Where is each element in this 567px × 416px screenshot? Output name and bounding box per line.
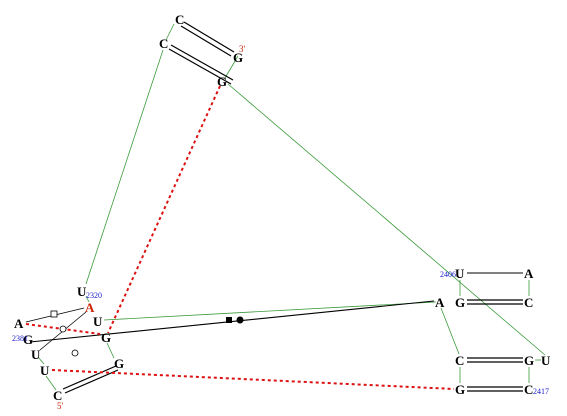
pair-cg-mid-1 [170,44,234,81]
circle-symbol-lower [71,349,79,357]
pair-cg-bottom-left-2 [64,369,119,394]
nt-c-right: C [524,295,533,310]
nt-g-top-right: G [217,74,227,89]
nt-u-2406: U [455,266,465,281]
nt-g-upper: G [233,50,243,65]
nt-g-right: G [455,295,465,310]
tertiary-g-g-long [107,85,221,334]
tertiary-u-g-bottom [51,369,455,390]
nt-a-red: A [85,300,95,315]
backbone-u-a-center [103,301,437,321]
circle-symbol-upper [59,325,67,333]
three-prime-label: 3' [239,44,246,54]
nt-c-2417: C [524,382,533,397]
nt-c-low-right: C [455,353,464,368]
nt-a-left: A [14,316,24,331]
backbone-u-u-left [37,356,45,365]
number-2381: 2381 [12,334,28,343]
nt-u-lower: U [40,363,50,378]
number-2417: 2417 [533,387,549,396]
nt-g-2381: G [23,332,33,347]
residue-numbers: 2320 2381 2406 2417 [12,270,549,396]
nt-a-center: A [435,295,445,310]
tertiary-interaction-lines [25,85,455,390]
strand-end-labels: 3' 5' [57,44,246,411]
backbone-c-u2320 [85,49,164,285]
number-2406: 2406 [440,270,456,279]
nt-u-left: U [31,347,41,362]
interaction-symbols [50,310,244,357]
nt-u-2320: U [77,284,87,299]
nt-g-lower: G [114,356,124,371]
backbone-c-c [165,23,175,41]
nt-u-mid: U [93,314,103,329]
five-prime-label: 5' [57,401,64,411]
backbone-g-u-far-right [227,83,546,356]
nt-c-top: C [175,12,184,27]
nt-a-right: A [524,266,534,281]
backbone-u-c-left [45,375,57,391]
filled-square-symbol [226,317,232,323]
backbone-lines [37,23,546,391]
pair-cg-bottom-left-1 [62,365,117,390]
pair-cg-top-1 [183,21,235,53]
number-2320: 2320 [86,291,102,300]
nt-g-bottom-right: G [455,382,465,397]
nt-c-bottom: C [53,388,62,403]
pair-cg-top-2 [180,25,232,57]
backbone-g-g [224,55,239,79]
pair-cg-mid-2 [168,48,232,85]
backbone-g-g-mid [106,342,115,359]
nt-c-upper: C [159,36,168,51]
nucleotide-letters: C C G G U A A U G G U G U C U A A G C C … [14,12,551,403]
square-symbol [50,310,58,318]
backbone-a-c-low [440,307,460,355]
filled-circle-symbol [236,316,244,324]
backbone-u-a-red [85,295,90,303]
nt-u-far-right: U [541,353,551,368]
nt-g-mid: G [101,330,111,345]
nt-g-low-right: G [524,353,534,368]
